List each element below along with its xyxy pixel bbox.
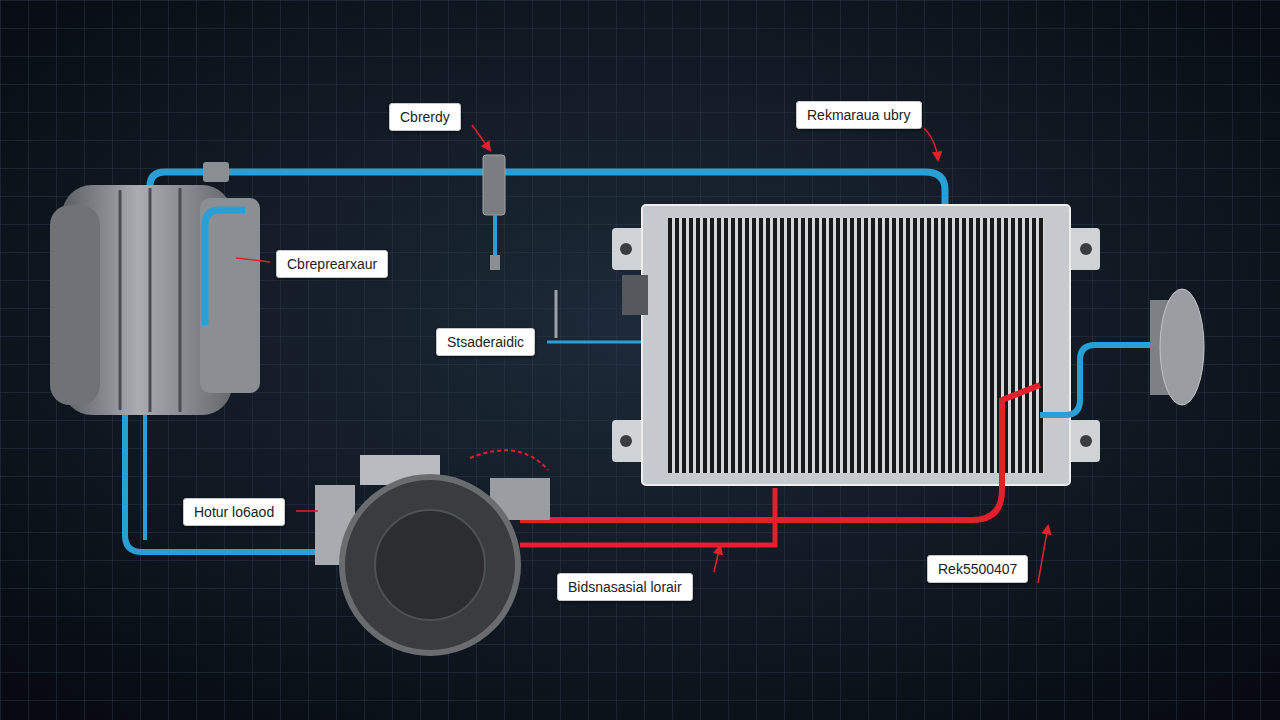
callout-label: Hotur lo6aod [183,498,285,526]
valve-stub [490,255,500,270]
condenser-bracket [622,275,648,315]
leader-line [714,546,720,572]
condenser-core [668,218,1044,473]
callout-label: Cbreprearxaur [276,250,388,278]
leader-line [236,258,270,262]
valve [483,155,505,215]
compressor-rib [149,188,152,412]
compressor-rib [179,188,182,412]
callout-label: Cbrerdy [389,103,461,131]
discharge-pipe [520,488,775,545]
condenser-frame [642,205,1070,485]
label-text: Cbrerdy [400,108,450,126]
callout-label: Rek5500407 [927,555,1028,583]
callout-label: Stsaderaidic [436,328,535,356]
blower-hub [375,510,485,620]
leader-line [1038,526,1048,583]
discharge-pipe [520,385,1040,520]
mount-hole [1080,243,1092,255]
callout-label: Rekmaraua ubry [796,101,922,129]
return-pipe [143,410,147,540]
mount-tab [1066,228,1100,270]
return-pipe [125,410,330,552]
end-cap [1160,289,1204,405]
leader-line [472,125,490,150]
leader-line [296,510,318,512]
label-text: Cbreprearxaur [287,255,377,273]
label-text: Stsaderaidic [447,333,524,351]
label-text: Hotur lo6aod [194,503,274,521]
mount-tab [612,228,646,270]
compressor-flange [200,198,260,393]
mount-hole [620,243,632,255]
wire [470,450,548,470]
outlet-pipe [1040,345,1160,415]
mount-tab [1066,420,1100,462]
label-text: Rek5500407 [938,560,1017,578]
label-text: Bidsnasasial lorair [568,578,682,596]
suction-pipe [150,172,945,205]
mount-hole [1080,435,1092,447]
leader-line [924,128,938,160]
blower-unit [342,477,518,653]
mount-hole [620,435,632,447]
valve-pipe [493,215,497,255]
pipe-fitting [203,162,229,182]
sensor-rod [555,290,558,338]
mount-tab [612,420,646,462]
label-text: Rekmaraua ubry [807,106,911,124]
compressor-face [50,205,100,405]
compressor-pipe [205,210,245,325]
compressor-rib [119,190,122,410]
callout-label: Bidsnasasial lorair [557,573,693,601]
